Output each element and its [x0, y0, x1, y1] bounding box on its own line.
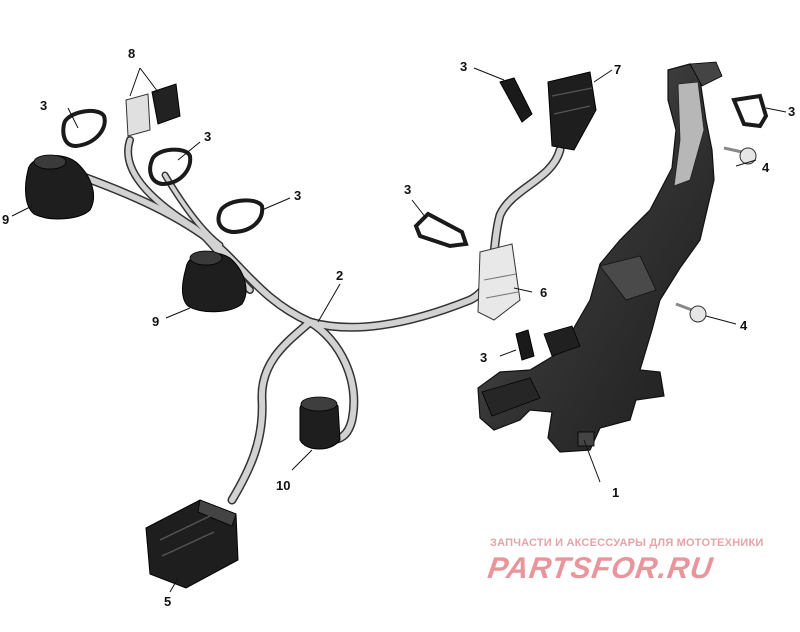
callout-1: 1	[612, 485, 619, 500]
callout-10: 10	[276, 478, 290, 493]
clip-part-3-g	[515, 329, 535, 361]
callout-3-clip-e: 3	[460, 59, 467, 74]
connector-part-7	[547, 71, 597, 151]
watermark-subtitle: ЗАПЧАСТИ И АКСЕССУАРЫ ДЛЯ МОТОТЕХНИКИ	[490, 537, 764, 549]
callout-8: 8	[128, 46, 135, 61]
clip-part-3-b	[148, 147, 193, 187]
clip-part-3-c	[216, 198, 265, 235]
ignition-boot-center	[182, 250, 247, 313]
callout-numbers: 1 2 3 3 3 3 3 3 3 4 4 5 6 7 8 9 9 10	[2, 46, 795, 609]
callout-9-left: 9	[2, 212, 9, 227]
bracket-part-1	[477, 61, 723, 453]
callout-9-center: 9	[152, 314, 159, 329]
watermark-logo: PARTSFOR.RU	[485, 552, 716, 585]
callout-7: 7	[614, 62, 621, 77]
screw-part-4-lower	[675, 302, 707, 323]
clip-part-3-d	[413, 211, 469, 249]
callout-3-clip-a: 3	[40, 98, 47, 113]
plug-part-10	[299, 396, 341, 450]
callout-3-clip-d: 3	[404, 182, 411, 197]
clip-part-3-e	[499, 77, 533, 123]
callout-5: 5	[164, 594, 171, 609]
callout-4-upper: 4	[762, 160, 770, 175]
callout-3-clip-g: 3	[480, 350, 487, 365]
connector-part-8	[125, 83, 181, 137]
callout-3-clip-b: 3	[204, 129, 211, 144]
callout-2: 2	[336, 268, 343, 283]
callout-6: 6	[540, 285, 547, 300]
connector-part-6	[477, 243, 521, 321]
ignition-boot-left	[25, 154, 94, 220]
clip-part-3-a	[61, 108, 107, 149]
callout-3-clip-f: 3	[788, 104, 795, 119]
callout-4-lower: 4	[740, 318, 748, 333]
connector-part-5	[145, 499, 239, 589]
clip-part-3-f	[731, 93, 769, 129]
leader-lines	[11, 67, 787, 593]
callout-3-clip-c: 3	[294, 188, 301, 203]
screw-part-4-upper	[723, 146, 757, 165]
